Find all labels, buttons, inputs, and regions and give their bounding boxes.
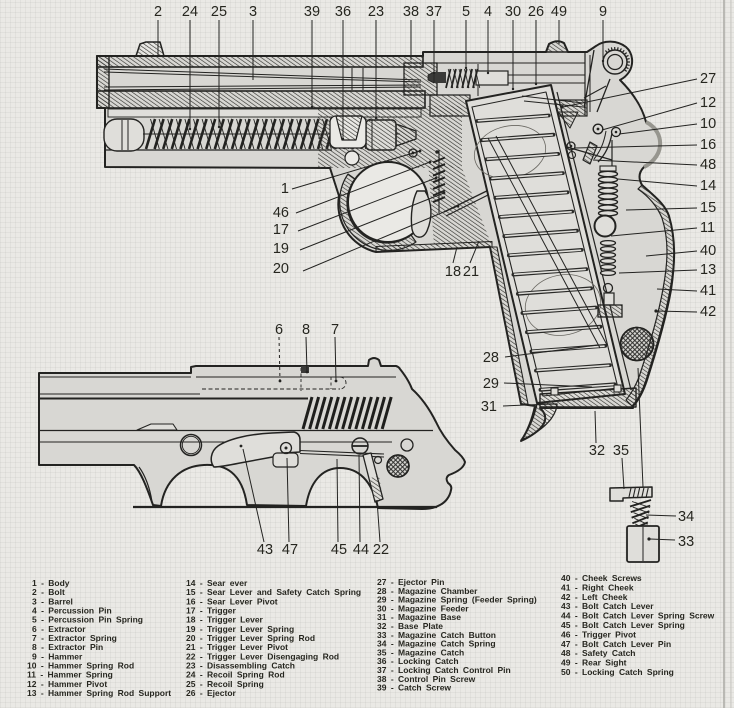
svg-text:18: 18	[445, 264, 461, 280]
svg-text:16 - Sear Lever Pivot: 16 - Sear Lever Pivot	[186, 596, 278, 606]
svg-text:7: 7	[331, 322, 339, 338]
svg-text:3 - Barrel: 3 - Barrel	[32, 596, 73, 606]
svg-text:45: 45	[331, 542, 347, 558]
svg-text:48: 48	[700, 157, 716, 173]
svg-text:2 - Bolt: 2 - Bolt	[32, 587, 65, 597]
svg-text:32 - Base Plate: 32 - Base Plate	[377, 621, 443, 631]
svg-text:23: 23	[368, 4, 384, 20]
svg-text:19 - Trigger Lever Spring: 19 - Trigger Lever Spring	[186, 624, 294, 634]
svg-text:37: 37	[426, 4, 442, 20]
svg-text:40 - Cheek Screws: 40 - Cheek Screws	[561, 573, 642, 583]
svg-text:41 - Right Cheek: 41 - Right Cheek	[561, 582, 634, 592]
svg-text:34: 34	[678, 509, 694, 525]
svg-text:33: 33	[678, 534, 694, 550]
svg-text:10: 10	[700, 116, 716, 132]
svg-text:25: 25	[211, 4, 227, 20]
svg-text:18 - Trigger Lever: 18 - Trigger Lever	[186, 615, 264, 625]
svg-text:15 - Sear Lever and Safety Cat: 15 - Sear Lever and Safety Catch Spring	[186, 587, 361, 597]
svg-text:46 - Trigger Pivot: 46 - Trigger Pivot	[561, 629, 636, 639]
svg-text:30 - Magazine Feeder: 30 - Magazine Feeder	[377, 603, 469, 613]
svg-text:24: 24	[182, 4, 198, 20]
svg-text:23 - Disassembling Catch: 23 - Disassembling Catch	[186, 661, 295, 671]
svg-text:14: 14	[700, 178, 716, 194]
svg-text:31: 31	[481, 399, 497, 415]
svg-text:32: 32	[589, 443, 605, 459]
svg-text:12 - Hammer Pivot: 12 - Hammer Pivot	[27, 679, 107, 689]
svg-text:39 - Catch Screw: 39 - Catch Screw	[377, 683, 451, 693]
svg-text:4: 4	[484, 4, 492, 20]
svg-text:2: 2	[154, 4, 162, 20]
svg-text:49 - Rear Sight: 49 - Rear Sight	[561, 658, 627, 668]
svg-text:11 - Hammer Spring: 11 - Hammer Spring	[27, 670, 113, 680]
svg-text:43 - Bolt Catch Lever: 43 - Bolt Catch Lever	[561, 601, 654, 611]
svg-text:26: 26	[528, 4, 544, 20]
svg-text:28: 28	[483, 350, 499, 366]
svg-text:5: 5	[462, 4, 470, 20]
svg-text:15: 15	[700, 200, 716, 216]
svg-text:1 - Body: 1 - Body	[32, 578, 70, 588]
svg-text:27 - Ejector Pin: 27 - Ejector Pin	[377, 577, 444, 587]
svg-text:17 - Trigger: 17 - Trigger	[186, 606, 237, 616]
svg-text:12: 12	[700, 95, 716, 111]
svg-text:38: 38	[403, 4, 419, 20]
svg-text:14 - Sear ever: 14 - Sear ever	[186, 578, 248, 588]
svg-text:21 - Trigger Lever Pivot: 21 - Trigger Lever Pivot	[186, 642, 288, 652]
svg-text:48 - Safety Catch: 48 - Safety Catch	[561, 648, 636, 658]
svg-text:35 - Magazine Catch: 35 - Magazine Catch	[377, 647, 464, 657]
svg-text:22 - Trigger Lever Disengaging: 22 - Trigger Lever Disengaging Rod	[186, 651, 339, 661]
svg-text:21: 21	[463, 264, 479, 280]
svg-text:47: 47	[282, 542, 298, 558]
svg-text:39: 39	[304, 4, 320, 20]
svg-text:41: 41	[700, 283, 716, 299]
svg-text:45 - Bolt Catch Lever Spring: 45 - Bolt Catch Lever Spring	[561, 620, 685, 630]
svg-text:50 - Locking Catch Spring: 50 - Locking Catch Spring	[561, 667, 674, 677]
svg-text:35: 35	[613, 443, 629, 459]
svg-text:22: 22	[373, 542, 389, 558]
svg-text:4 - Percussion Pin: 4 - Percussion Pin	[32, 606, 112, 616]
svg-text:36: 36	[335, 4, 351, 20]
svg-text:34 - Magazine Catch Spring: 34 - Magazine Catch Spring	[377, 639, 496, 649]
svg-text:5 - Percussion Pin Spring: 5 - Percussion Pin Spring	[32, 615, 143, 625]
svg-text:26 - Ejector: 26 - Ejector	[186, 688, 237, 698]
svg-text:7 - Extractor Spring: 7 - Extractor Spring	[32, 633, 117, 643]
svg-text:6: 6	[275, 322, 283, 338]
svg-text:49: 49	[551, 4, 567, 20]
svg-text:30: 30	[505, 4, 521, 20]
svg-text:9 - Hammer: 9 - Hammer	[32, 651, 83, 661]
svg-text:10 - Hammer Spring Rod: 10 - Hammer Spring Rod	[27, 661, 134, 671]
svg-text:8: 8	[302, 322, 310, 338]
svg-text:28 - Magazine Chamber: 28 - Magazine Chamber	[377, 586, 478, 596]
svg-text:6 - Extractor: 6 - Extractor	[32, 624, 86, 634]
svg-text:46: 46	[273, 205, 289, 221]
svg-text:47 - Bolt Catch Lever Pin: 47 - Bolt Catch Lever Pin	[561, 639, 671, 649]
svg-text:44 - Bolt Catch Lever Spring S: 44 - Bolt Catch Lever Spring Screw	[561, 611, 715, 621]
svg-text:17: 17	[273, 222, 289, 238]
svg-text:13: 13	[700, 262, 716, 278]
svg-text:42: 42	[700, 304, 716, 320]
svg-text:24 - Recoil Spring Rod: 24 - Recoil Spring Rod	[186, 670, 285, 680]
svg-text:20: 20	[273, 261, 289, 277]
svg-text:11: 11	[700, 220, 715, 236]
svg-text:20 - Trigger Lever Spring Rod: 20 - Trigger Lever Spring Rod	[186, 633, 315, 643]
svg-text:43: 43	[257, 542, 273, 558]
svg-text:42 - Left Cheek: 42 - Left Cheek	[561, 592, 628, 602]
svg-text:3: 3	[249, 4, 257, 20]
svg-text:38 - Control Pin Screw: 38 - Control Pin Screw	[377, 674, 476, 684]
svg-text:25 - Recoil Spring: 25 - Recoil Spring	[186, 679, 264, 689]
svg-text:16: 16	[700, 137, 716, 153]
svg-text:27: 27	[700, 71, 716, 87]
svg-text:29 - Magazine Spring (Feeder S: 29 - Magazine Spring (Feeder Spring)	[377, 595, 537, 605]
svg-text:31 - Magazine Base: 31 - Magazine Base	[377, 612, 461, 622]
svg-text:1: 1	[281, 181, 289, 197]
svg-text:33 - Magazine Catch Button: 33 - Magazine Catch Button	[377, 630, 496, 640]
svg-text:44: 44	[353, 542, 369, 558]
svg-text:9: 9	[599, 4, 607, 20]
svg-text:29: 29	[483, 376, 499, 392]
svg-text:19: 19	[273, 241, 289, 257]
svg-text:36 - Locking Catch: 36 - Locking Catch	[377, 656, 459, 666]
svg-text:8 - Extractor Pin: 8 - Extractor Pin	[32, 642, 103, 652]
svg-text:40: 40	[700, 243, 716, 259]
svg-text:37 - Locking Catch Control Pin: 37 - Locking Catch Control Pin	[377, 665, 511, 675]
svg-text:13 - Hammer Spring Rod Support: 13 - Hammer Spring Rod Support	[27, 688, 171, 698]
